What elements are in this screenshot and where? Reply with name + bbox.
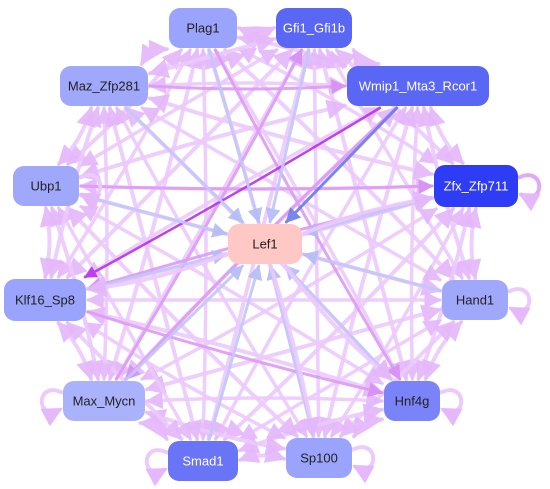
- node-maz: Maz_Zfp281: [60, 66, 148, 106]
- node-box-ubp1: [13, 166, 79, 206]
- node-box-sp100: [286, 438, 352, 478]
- node-label-klf16: Klf16_Sp8: [15, 292, 75, 307]
- edge-plag1-gfi1: [237, 26, 276, 45]
- node-hand1: Hand1: [442, 280, 508, 320]
- node-box-maz: [60, 66, 148, 106]
- self-loop-hnf4g: [439, 388, 464, 427]
- edge-maz-wmip1: [148, 79, 347, 95]
- node-label-hand1: Hand1: [456, 292, 494, 307]
- edge-wmip1-lef1: [284, 106, 399, 224]
- node-smad1: Smad1: [168, 441, 238, 481]
- self-loop-sp100: [351, 445, 376, 484]
- node-box-gfi1: [276, 8, 352, 48]
- node-box-wmip1: [347, 66, 489, 106]
- node-label-plag1: Plag1: [186, 20, 219, 35]
- edge-plag1-maz: [139, 39, 169, 66]
- node-label-sp100: Sp100: [300, 450, 338, 465]
- edge-max-gfi1: [114, 48, 304, 381]
- edge-maz-lef1: [124, 106, 245, 224]
- edge-max-maz: [95, 106, 114, 381]
- edge-zfx-hand1: [461, 207, 482, 280]
- edge-hand1-lef1: [302, 250, 442, 293]
- node-label-lef1: Lef1: [252, 236, 277, 251]
- node-box-klf16: [4, 279, 86, 321]
- edge-ubp1-maz: [56, 106, 96, 166]
- edge-max-lef1: [125, 264, 244, 381]
- edge-wmip1-klf16: [83, 106, 381, 279]
- node-ubp1: Ubp1: [13, 166, 79, 206]
- node-box-max: [63, 381, 145, 421]
- edge-hnf4g-sp100: [352, 411, 384, 439]
- edge-smad1-lef1: [207, 264, 263, 441]
- edge-sp100-smad1: [238, 443, 286, 463]
- edge-gfi1-lef1: [265, 48, 311, 224]
- self-loop-ubp1: [78, 173, 103, 212]
- edge-hnf4g-lef1: [284, 264, 393, 381]
- node-box-hnf4g: [384, 381, 440, 421]
- self-loops-layer: [39, 173, 542, 487]
- edge-wmip1-maz: [148, 76, 347, 94]
- node-label-ubp1: Ubp1: [30, 178, 61, 193]
- self-loop-smad1: [144, 448, 169, 487]
- node-label-hnf4g: Hnf4g: [395, 393, 430, 408]
- node-label-max: Max_Mycn: [73, 393, 136, 408]
- node-sp100: Sp100: [286, 438, 352, 478]
- node-wmip1: Wmip1_Mta3_Rcor1: [347, 66, 489, 106]
- edge-plag1-hnf4g: [213, 48, 402, 381]
- node-box-plag1: [169, 8, 237, 48]
- nodes-layer: Lef1 Plag1 Gfi1_Gfi1bWmip1_Mta3_Rcor1Zfx_Z…: [4, 8, 518, 481]
- edge-plag1-smad1: [194, 48, 213, 441]
- node-hnf4g: Hnf4g: [384, 381, 440, 421]
- node-label-maz: Maz_Zfp281: [68, 78, 140, 93]
- edge-plag1-lef1: [207, 48, 263, 224]
- edge-klf16-ubp1: [39, 206, 60, 279]
- edge-lef1-hnf4g: [283, 264, 394, 381]
- node-zfx: Zfx_Zfp711: [434, 165, 518, 207]
- node-label-gfi1: Gfi1_Gfi1b: [283, 20, 345, 35]
- edge-lef1-klf16: [86, 251, 228, 298]
- node-box-smad1: [168, 441, 238, 481]
- node-box-lef1: [228, 224, 302, 264]
- self-loop-max: [39, 388, 64, 427]
- node-max: Max_Mycn: [63, 381, 145, 421]
- edge-lef1-zfx: [302, 190, 434, 236]
- edge-gfi1-wmip1: [351, 48, 381, 74]
- edge-smad1-max: [138, 414, 169, 441]
- edge-lef1-sp100: [268, 264, 321, 438]
- self-loop-zfx: [517, 173, 542, 212]
- node-label-smad1: Smad1: [182, 453, 223, 468]
- node-gfi1: Gfi1_Gfi1b: [276, 8, 352, 48]
- node-box-zfx: [434, 165, 518, 207]
- node-plag1: Plag1: [169, 8, 237, 48]
- self-loop-hand1: [507, 287, 532, 326]
- node-label-zfx: Zfx_Zfp711: [444, 178, 509, 193]
- node-box-hand1: [442, 280, 508, 320]
- node-klf16: Klf16_Sp8: [4, 279, 86, 321]
- node-label-wmip1: Wmip1_Mta3_Rcor1: [359, 78, 478, 93]
- edge-ubp1-zfx: [79, 178, 434, 194]
- node-lef1: Lef1: [228, 224, 302, 264]
